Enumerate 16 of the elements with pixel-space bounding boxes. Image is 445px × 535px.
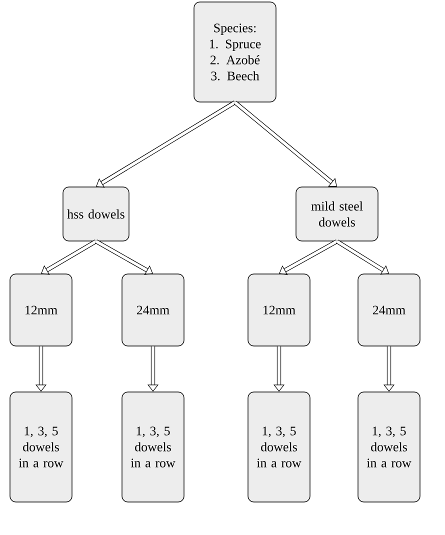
arrow bbox=[96, 100, 236, 188]
process-box: 1, 3, 5 dowels in a row bbox=[248, 392, 310, 502]
process-box: 12mm bbox=[248, 274, 310, 346]
arrow bbox=[279, 240, 338, 276]
process-box: Species: 1. Spruce 2. Azobé 3. Beech bbox=[194, 2, 276, 102]
arrow bbox=[41, 240, 98, 275]
process-box: 1, 3, 5 dowels in a row bbox=[358, 392, 420, 502]
arrow bbox=[234, 100, 337, 187]
process-box: hss dowels bbox=[62, 186, 130, 242]
process-box: 24mm bbox=[122, 274, 184, 346]
process-box: 24mm bbox=[358, 274, 420, 346]
process-box: 12mm bbox=[10, 274, 72, 346]
process-box: 1, 3, 5 dowels in a row bbox=[122, 392, 184, 502]
arrow bbox=[336, 240, 389, 275]
process-box: 1, 3, 5 dowels in a row bbox=[10, 392, 72, 502]
process-box: mild steel dowels bbox=[296, 186, 378, 242]
